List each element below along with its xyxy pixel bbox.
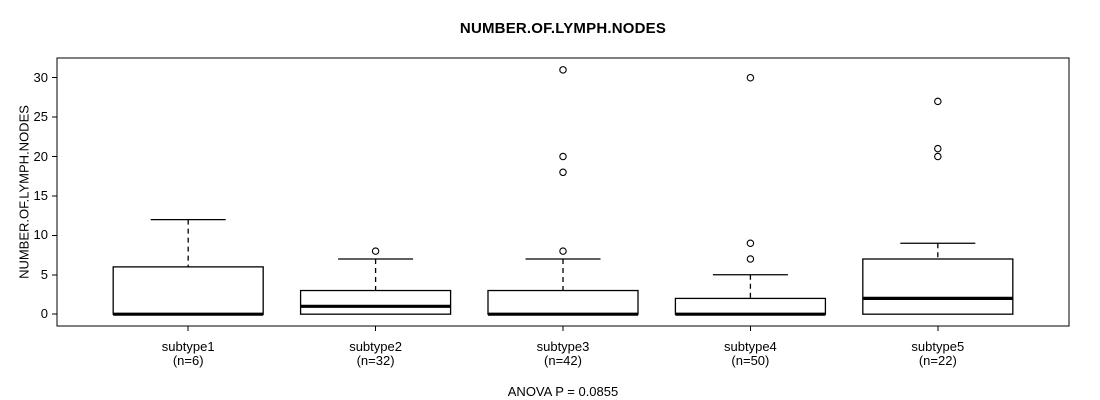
box — [487, 289, 639, 315]
outlier-point — [559, 168, 567, 177]
y-tick-label: 15 — [33, 187, 48, 203]
y-tick-label: 5 — [40, 266, 48, 282]
x-category-label: subtype3(n=42) — [483, 340, 643, 367]
outlier-point — [371, 247, 380, 255]
category-sample-size: (n=22) — [918, 352, 957, 368]
category-sample-size: (n=6) — [172, 352, 204, 368]
box — [112, 266, 264, 315]
chart-title: NUMBER.OF.LYMPH.NODES — [459, 20, 667, 37]
y-tick-label: 0 — [40, 306, 48, 322]
category-name: subtype4 — [724, 339, 777, 354]
category-name: subtype1 — [161, 339, 215, 354]
outlier-point — [746, 239, 755, 247]
box — [862, 258, 1014, 315]
x-category-label: subtype5(n=22) — [858, 340, 1018, 367]
outlier-point — [746, 255, 755, 263]
category-name: subtype3 — [536, 339, 590, 354]
outlier-point — [746, 73, 755, 82]
outlier-point — [934, 152, 942, 161]
y-tick-label: 30 — [33, 69, 48, 85]
outlier-point — [934, 97, 942, 106]
outlier-point — [934, 144, 942, 153]
x-category-label: subtype4(n=50) — [670, 340, 830, 367]
outlier-point — [559, 66, 567, 74]
x-category-label: subtype1(n=6) — [108, 340, 268, 367]
category-sample-size: (n=50) — [731, 352, 770, 368]
y-tick-label: 10 — [33, 227, 48, 243]
category-name: subtype2 — [349, 339, 402, 354]
x-category-label: subtype2(n=32) — [296, 340, 456, 367]
category-sample-size: (n=42) — [544, 352, 582, 368]
outlier-point — [559, 152, 567, 161]
y-tick-label: 20 — [33, 148, 48, 164]
category-name: subtype5 — [911, 339, 965, 354]
category-sample-size: (n=32) — [356, 352, 395, 368]
anova-annotation: ANOVA P = 0.0855 — [507, 384, 619, 399]
y-tick-label: 25 — [33, 109, 48, 125]
box — [674, 297, 827, 315]
outlier-point — [559, 247, 567, 255]
box — [299, 289, 452, 315]
